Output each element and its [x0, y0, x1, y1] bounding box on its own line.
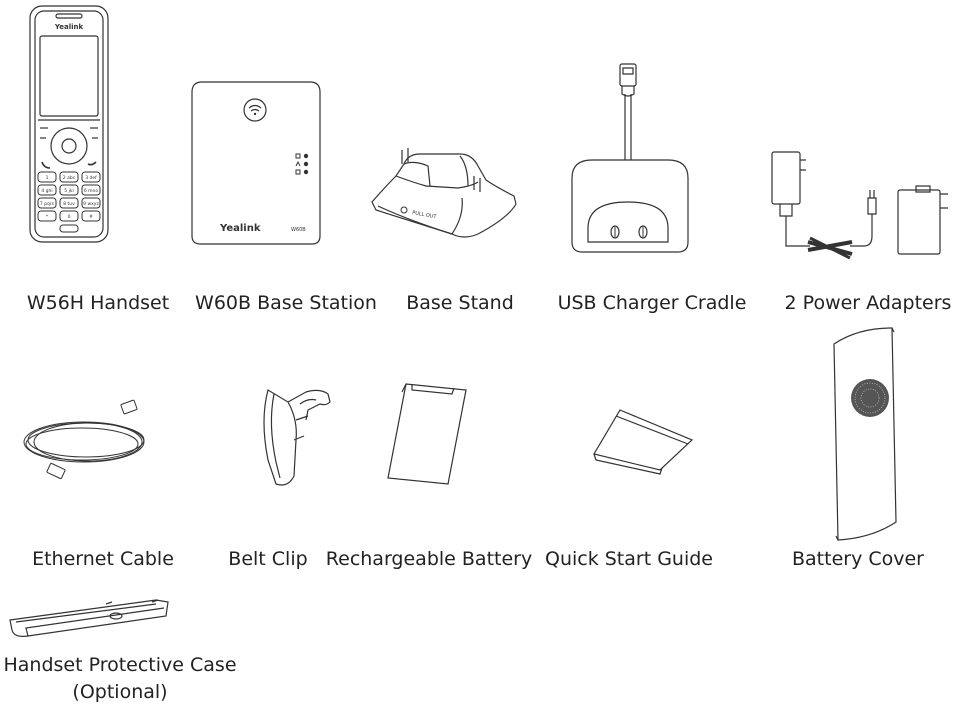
usb-charger-cradle-illustration — [570, 62, 690, 254]
handset-key-hash: # — [89, 214, 93, 220]
item-label-usb-charger-cradle: USB Charger Cradle — [557, 292, 747, 314]
handset-key-5: 5 jkl — [64, 188, 73, 194]
handset-key-2: 2 abc — [63, 175, 76, 181]
base-station-model-text: W60B — [291, 227, 306, 233]
item-label-rechargeable-battery: Rechargeable Battery — [325, 548, 533, 570]
ethernet-cable-illustration — [20, 396, 156, 486]
handset-key-9: 9 wxyz — [83, 201, 99, 207]
protective-case-illustration — [6, 594, 172, 642]
handset-illustration: Yealink 1 2 abc 3 def 4 ghi 5 jkl 6 mno … — [28, 4, 110, 244]
base-stand-pull-out-text: PULL OUT — [412, 210, 438, 220]
item-label-handset: W56H Handset — [26, 292, 170, 314]
item-label-ethernet-cable: Ethernet Cable — [32, 548, 174, 570]
battery-cover-illustration — [828, 326, 900, 546]
item-label-base-station: W60B Base Station — [195, 292, 377, 314]
item-label-quick-start-guide: Quick Start Guide — [544, 548, 713, 570]
item-label-protective-case: Handset Protective Case (Optional) — [0, 652, 240, 706]
protective-case-optional-note: (Optional) — [72, 681, 168, 703]
base-station-illustration: Yealink W60B — [190, 80, 322, 246]
item-label-belt-clip: Belt Clip — [228, 548, 308, 570]
power-adapters-illustration — [764, 146, 954, 262]
handset-key-3: 3 def — [85, 175, 97, 181]
handset-key-7: 7 pqrs — [40, 201, 55, 207]
handset-key-star: * — [46, 214, 49, 220]
belt-clip-illustration — [248, 380, 334, 490]
handset-key-8: 8 tuv — [63, 201, 75, 207]
item-label-base-stand: Base Stand — [406, 292, 514, 314]
base-stand-illustration: PULL OUT — [368, 146, 520, 242]
handset-key-6: 6 mno — [84, 188, 99, 194]
rechargeable-battery-illustration — [382, 380, 472, 486]
base-station-brand-text: Yealink — [219, 223, 261, 234]
item-label-power-adapters: 2 Power Adapters — [784, 292, 952, 314]
item-label-battery-cover: Battery Cover — [792, 548, 924, 570]
handset-brand-text: Yealink — [54, 23, 84, 31]
handset-key-0: 0 — [68, 214, 71, 220]
handset-key-1: 1 — [46, 175, 49, 181]
protective-case-label-line: Handset Protective Case — [3, 654, 237, 676]
handset-key-4: 4 ghi — [41, 188, 52, 194]
quick-start-guide-illustration — [592, 404, 698, 474]
